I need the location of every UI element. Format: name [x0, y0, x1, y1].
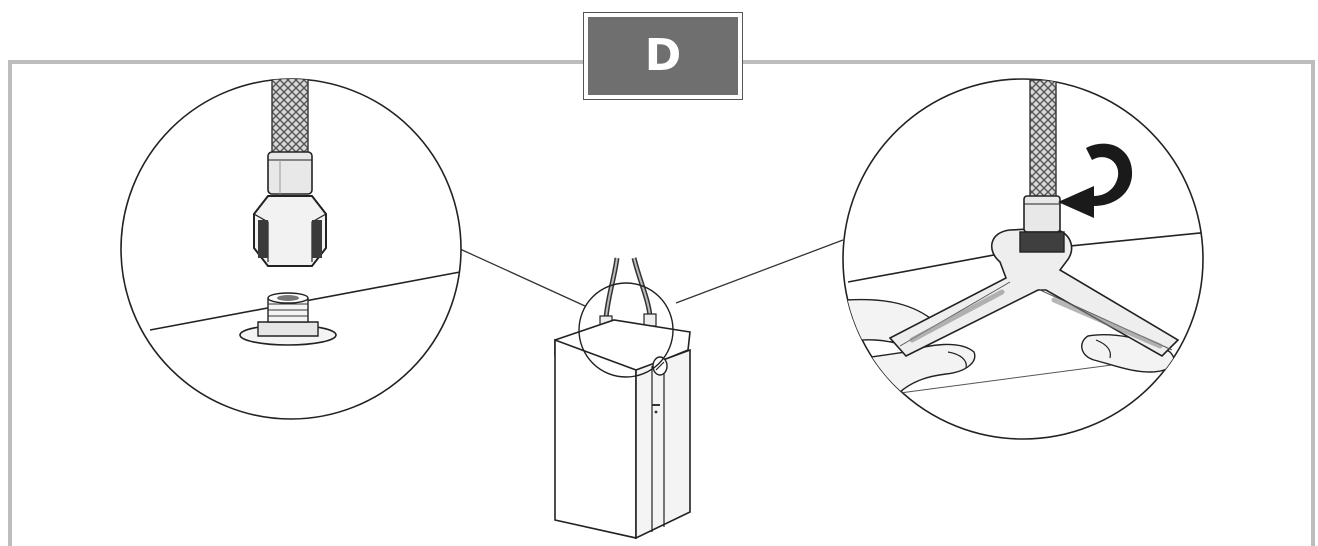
detail-circle-right — [842, 78, 1204, 440]
step-label: D — [644, 30, 682, 81]
callout-lines — [459, 239, 844, 307]
open-end-wrench — [888, 227, 1180, 357]
flex-hose-left — [271, 79, 309, 155]
water-heater-unit — [554, 257, 691, 540]
step-badge-fill: D — [588, 17, 738, 95]
detail-callout-center — [578, 282, 674, 378]
flex-hose-right — [1019, 79, 1065, 253]
panel-frame — [8, 60, 1315, 546]
hose-nut-left — [253, 195, 327, 267]
threaded-inlet — [239, 292, 337, 346]
rotation-arrow-icon — [1058, 143, 1133, 218]
detail-circle-left — [120, 78, 462, 420]
step-badge: D — [583, 12, 743, 100]
